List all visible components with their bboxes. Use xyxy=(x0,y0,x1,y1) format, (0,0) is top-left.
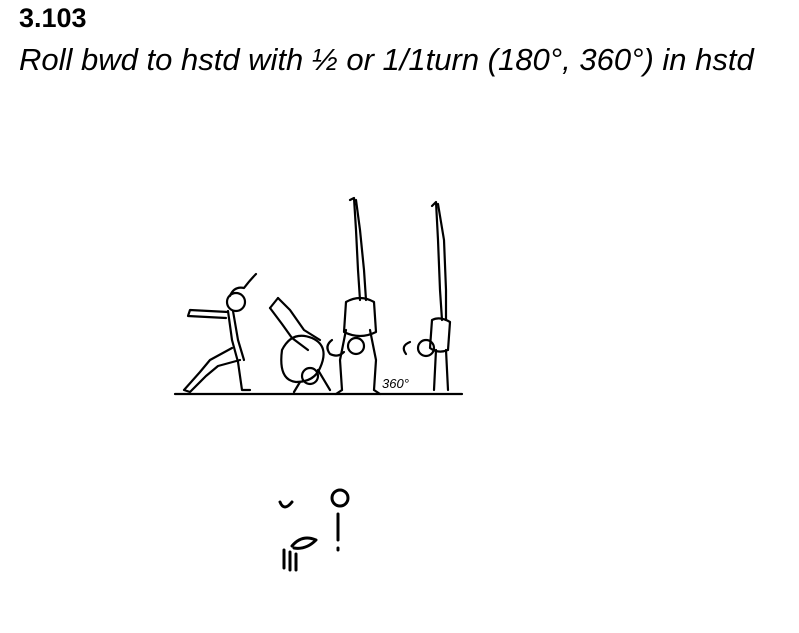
figure-rolling xyxy=(268,296,332,394)
symbol-circle-icon xyxy=(330,488,350,508)
element-description: Roll bwd to hstd with ½ or 1/1turn (180°… xyxy=(19,42,754,77)
symbol-arc-icon xyxy=(278,500,294,509)
figure-seated xyxy=(182,272,258,394)
symbol-base-icon xyxy=(282,548,298,572)
figure-handstand-front xyxy=(326,196,382,396)
symbol-roll-icon xyxy=(290,536,318,550)
figure-handstand-turned xyxy=(402,200,452,392)
turn-label: 360° xyxy=(382,376,409,391)
element-symbol xyxy=(278,488,350,572)
element-illustration: 360° xyxy=(173,196,464,396)
element-number: 3.103 xyxy=(19,3,87,33)
